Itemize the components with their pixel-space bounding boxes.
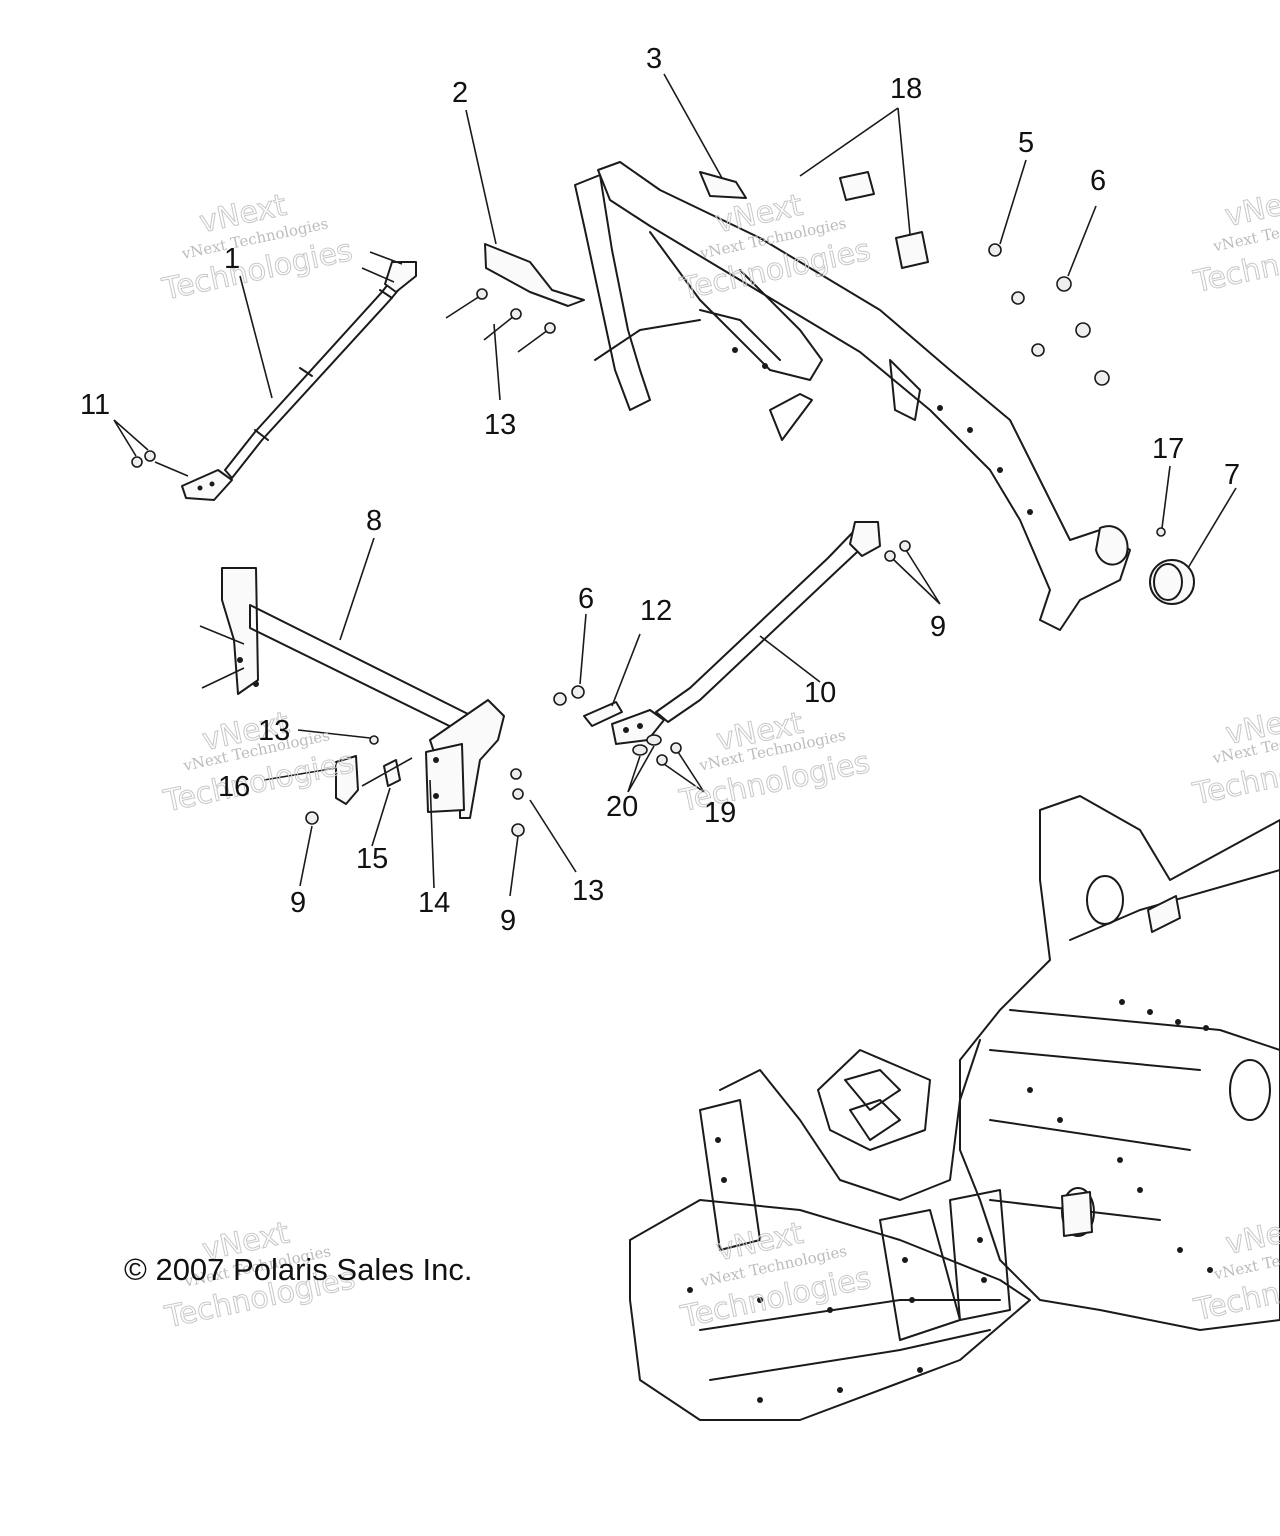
callout-7: 7 xyxy=(1224,459,1240,491)
part-19-nuts xyxy=(656,742,682,766)
part-18-pads xyxy=(839,171,929,269)
callout-8: 8 xyxy=(366,505,382,537)
callout-2: 2 xyxy=(452,77,468,109)
callout-17: 17 xyxy=(1152,433,1184,465)
part-5-bolts xyxy=(988,243,1045,357)
callout-6-lower: 6 xyxy=(578,583,594,615)
callout-19: 19 xyxy=(704,797,736,829)
part-13-rivets-upper xyxy=(445,288,556,353)
callout-labels: 1 2 3 18 5 6 11 13 17 7 8 6 12 9 10 13 1… xyxy=(80,43,1240,937)
callout-9-left: 9 xyxy=(290,887,306,919)
part-11-bolts xyxy=(131,450,156,468)
part-12-plate xyxy=(583,701,623,727)
main-chassis xyxy=(629,795,1280,1421)
part-13-rivets-lower xyxy=(361,735,524,800)
watermark-group-5: vNext vNext Technologies Technologies xyxy=(676,705,874,820)
part-9-bolts-lower xyxy=(305,811,525,837)
part-1-brace-tube xyxy=(154,251,417,501)
callout-10: 10 xyxy=(804,677,836,709)
part-9-bolts-upper xyxy=(884,540,911,562)
callout-13: 13 xyxy=(484,409,516,441)
callout-3: 3 xyxy=(646,43,662,75)
callout-18: 18 xyxy=(890,73,922,105)
callout-14: 14 xyxy=(418,887,450,919)
callout-6: 6 xyxy=(1090,165,1106,197)
callout-11: 11 xyxy=(80,389,110,421)
callout-20: 20 xyxy=(606,791,638,823)
callout-12: 12 xyxy=(640,595,672,627)
callout-5: 5 xyxy=(1018,127,1034,159)
copyright-notice: © 2007 Polaris Sales Inc. xyxy=(124,1252,473,1287)
part-6-nuts-upper xyxy=(1056,276,1110,386)
callout-13-lower-left: 13 xyxy=(258,715,290,747)
part-14-plate xyxy=(425,743,465,813)
watermark-group-3: vNext vNext Technologies Technologies xyxy=(1190,181,1280,301)
callout-13-lower-right: 13 xyxy=(572,875,604,907)
part-17-screw xyxy=(1156,527,1166,537)
watermark-group-6: vNext vNext Technologies Technologies xyxy=(1189,699,1280,813)
part-7-cap xyxy=(1149,559,1195,605)
callout-9-upper: 9 xyxy=(930,611,946,643)
callout-1: 1 xyxy=(224,243,240,275)
part-16-bracket xyxy=(335,755,359,805)
part-2-bracket xyxy=(484,243,585,307)
part-10-brace-tube xyxy=(611,521,881,745)
part-20-washers xyxy=(632,734,662,756)
watermark-group-1: vNext vNext Technologies Technologies xyxy=(158,187,356,308)
part-6-nuts-lower xyxy=(553,685,585,706)
part-8-cross-brace xyxy=(199,567,505,819)
callout-15: 15 xyxy=(356,843,388,875)
part-3-upper-frame xyxy=(574,161,1131,631)
callout-16: 16 xyxy=(218,771,250,803)
leader-lines xyxy=(113,73,1237,897)
watermark-group-9: vNext vNext Technologies Technologies xyxy=(1190,1209,1280,1329)
watermark-group-4: vNext vNext Technologies Technologies xyxy=(160,705,358,820)
callout-9-right: 9 xyxy=(500,905,516,937)
